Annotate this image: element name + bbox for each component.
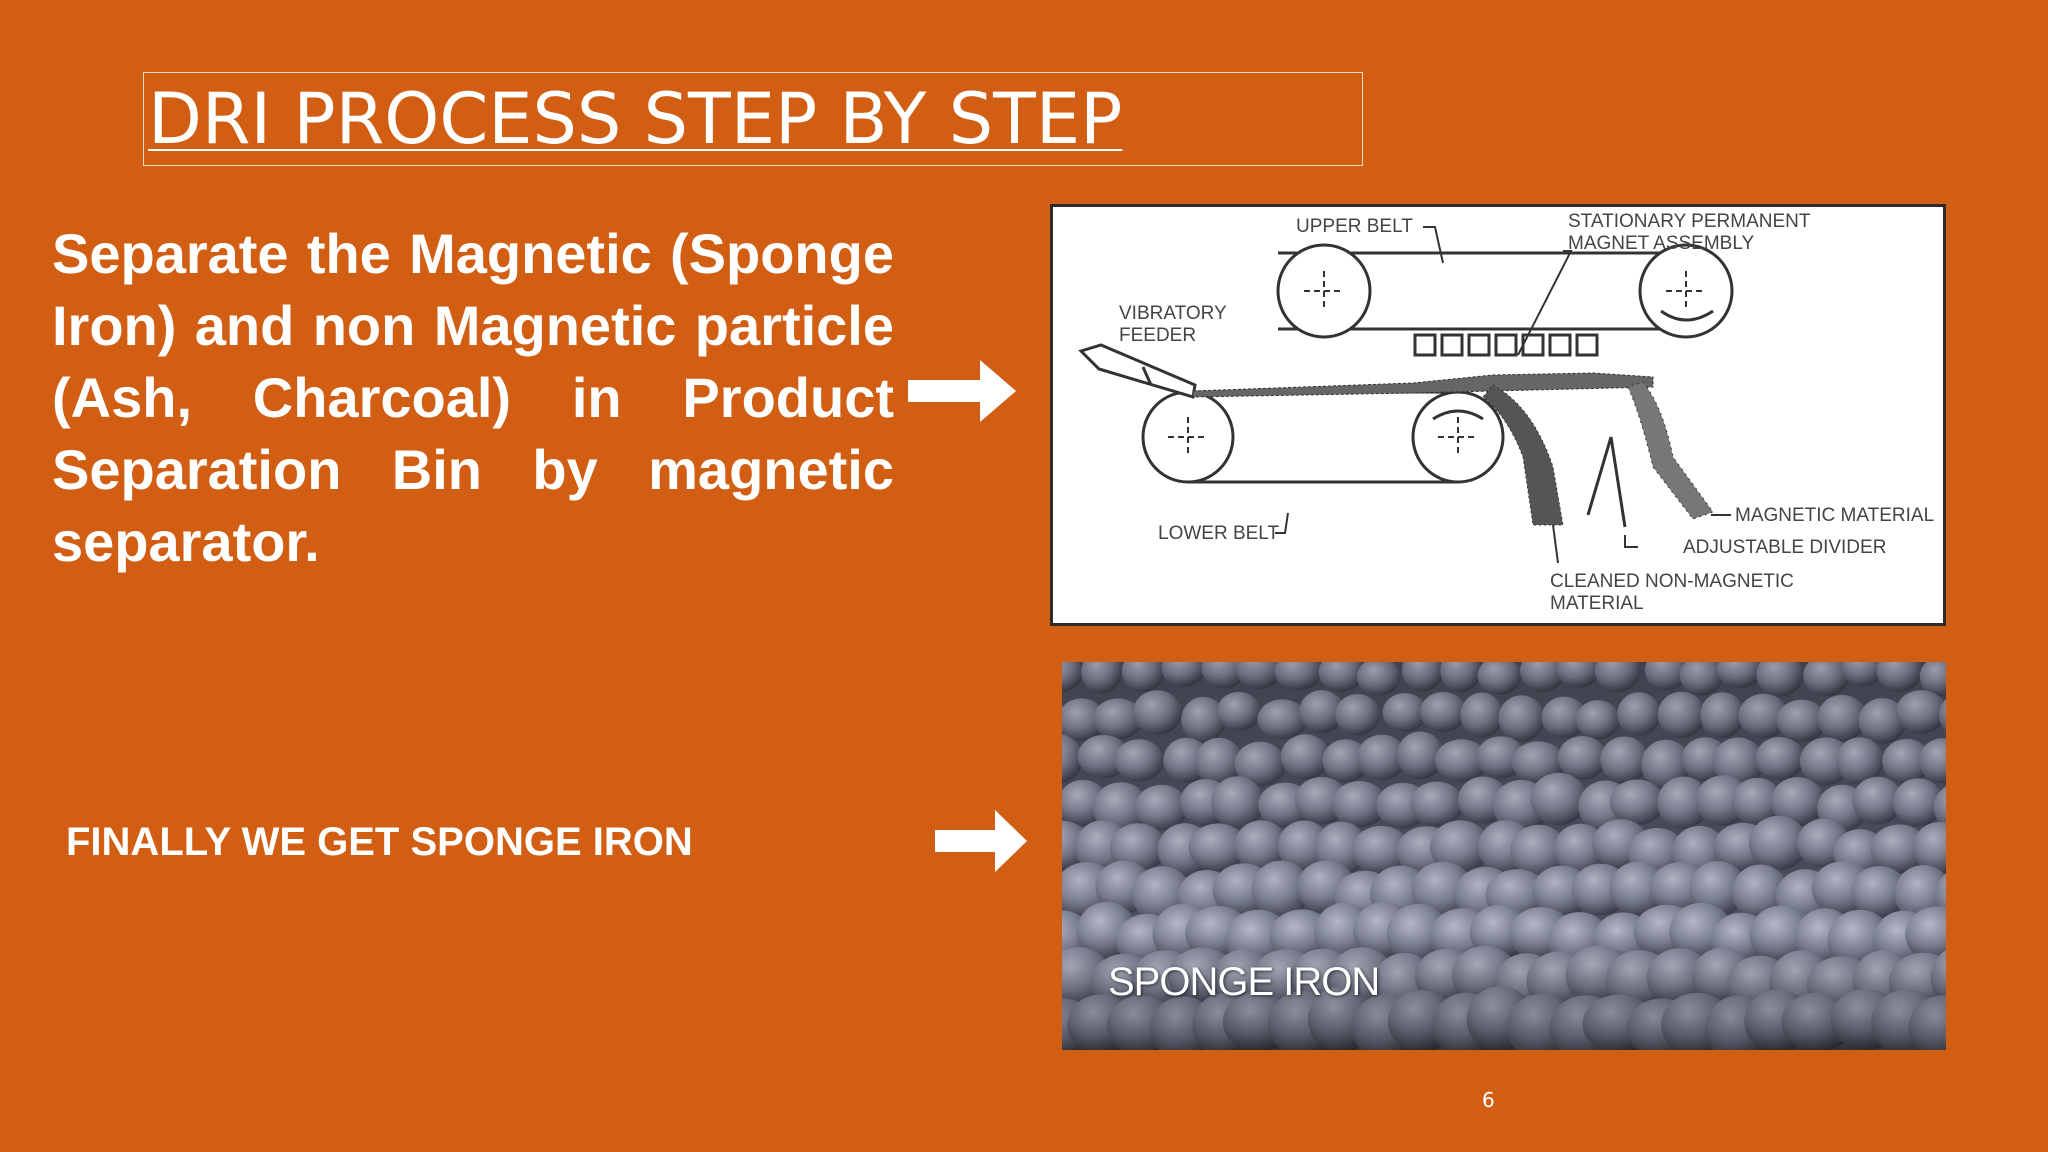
magnet-assembly [1413,333,1599,357]
pellet-texture [1062,662,1946,1050]
final-text: FINALLY WE GET SPONGE IRON [66,820,693,864]
page-number: 6 [1482,1088,1495,1112]
label-lower-belt: LOWER BELT [1158,523,1279,544]
label-feeder-line2: FEEDER [1119,325,1196,346]
diagram-drawing: UPPER BELT STATIONARY PERMANENT MAGNET A… [1078,211,1934,614]
label-upper-belt: UPPER BELT [1296,216,1413,237]
title-box: DRI PROCESS STEP BY STEP [143,72,1363,166]
body-text: Separate the Magnetic (Sponge Iron) and … [52,222,894,573]
photo-shading [1062,662,1946,1050]
photo-caption: SPONGE IRON [1108,960,1380,1004]
label-feeder-line1: VIBRATORY [1119,303,1227,324]
label-adjustable-divider: ADJUSTABLE DIVIDER [1683,537,1886,558]
label-magnetic-material: MAGNETIC MATERIAL [1735,505,1934,526]
vibratory-feeder [1078,343,1197,399]
right-arrow-icon [935,810,1027,872]
label-cleaned-line1: CLEANED NON-MAGNETIC [1550,571,1794,592]
magnetic-separator-diagram: UPPER BELT STATIONARY PERMANENT MAGNET A… [1050,204,1946,626]
label-cleaned-line2: MATERIAL [1550,593,1644,614]
sponge-iron-photo: SPONGE IRON [1062,662,1946,1050]
label-magnet-line1: STATIONARY PERMANENT [1568,211,1811,232]
label-magnet-line2: MAGNET ASSEMBLY [1568,233,1755,254]
slide-title: DRI PROCESS STEP BY STEP [148,78,1123,160]
right-arrow-icon [908,360,1016,422]
